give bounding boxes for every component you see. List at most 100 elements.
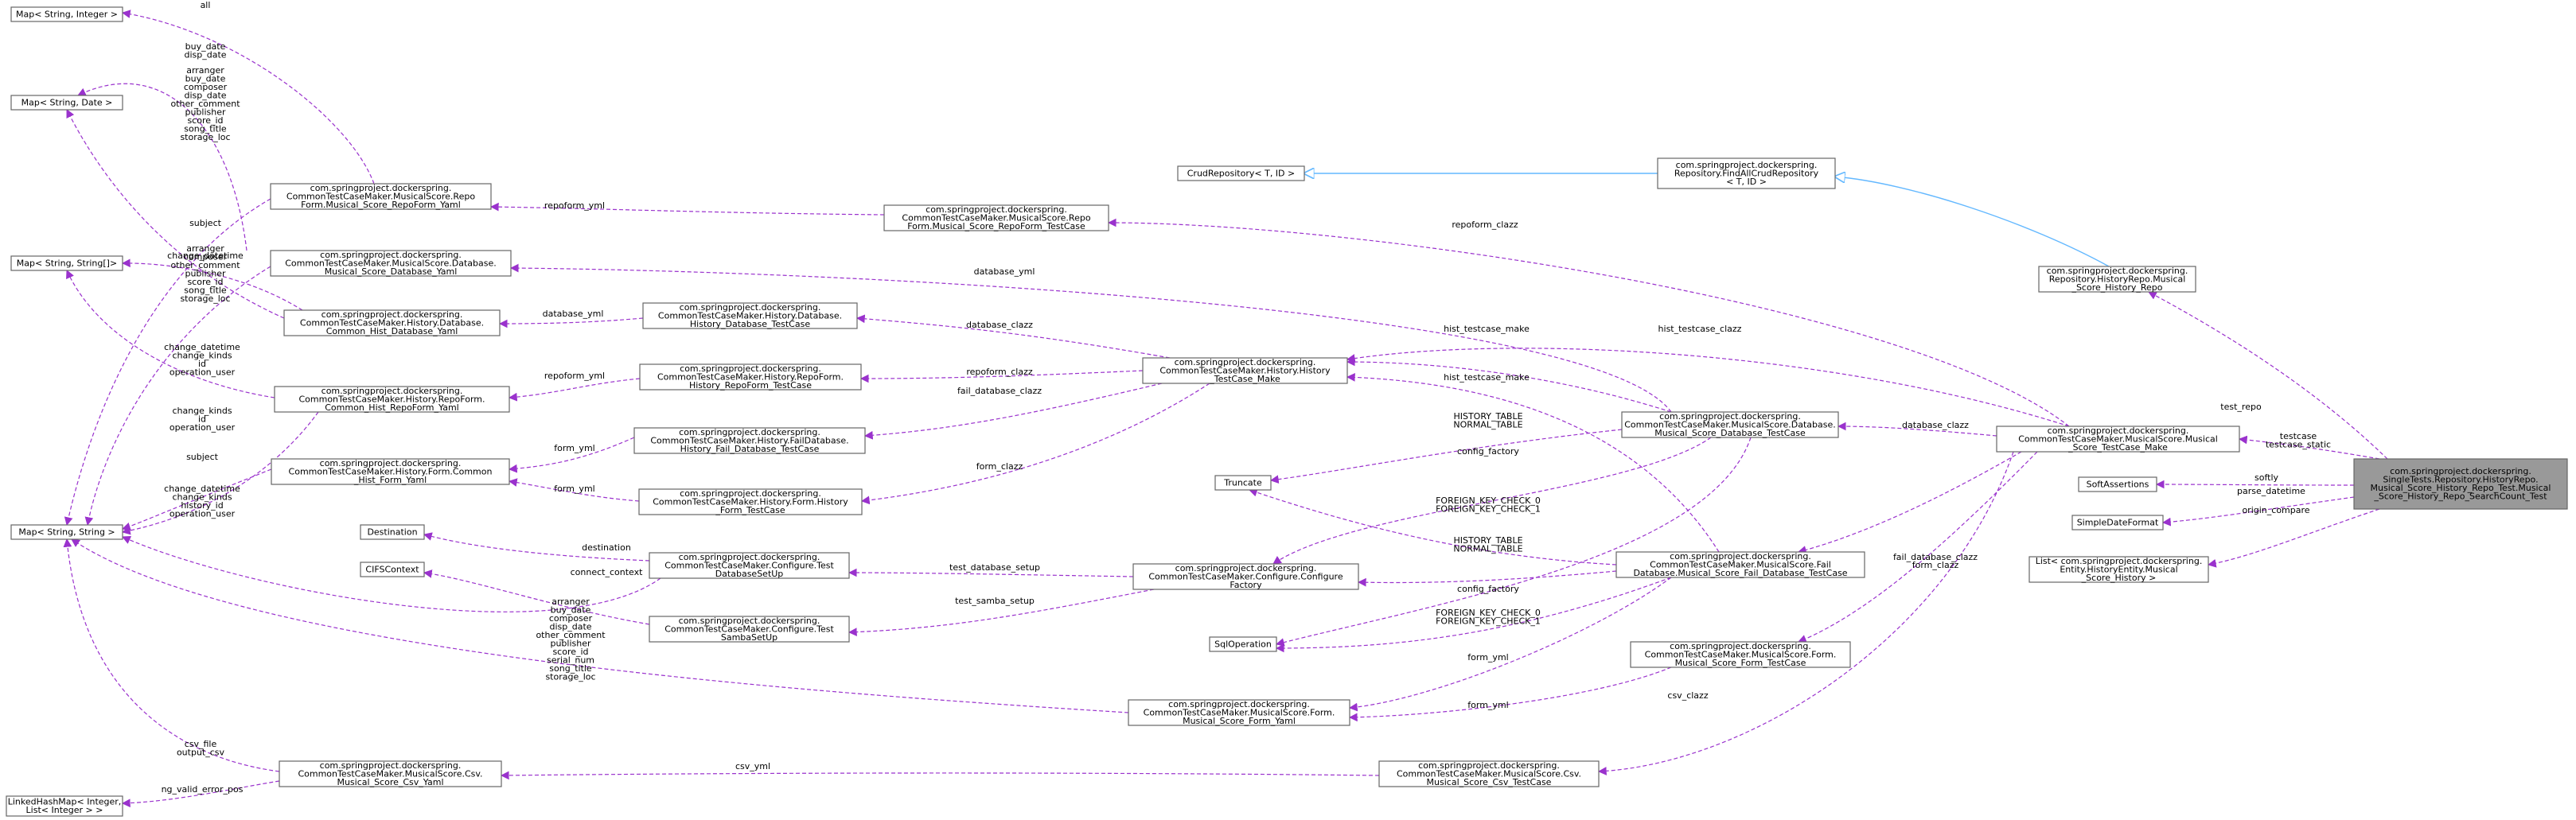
edge-label: output_csv	[177, 748, 225, 758]
node-hist-repo[interactable]: com.springproject.dockerspring.Repositor…	[2038, 266, 2196, 293]
edge-label: arranger	[186, 65, 224, 76]
edge-label: change_datetime	[164, 342, 240, 352]
edge-label: subject	[186, 452, 219, 462]
node-ms-make[interactable]: com.springproject.dockerspring.CommonTes…	[1996, 426, 2240, 453]
node-sdf[interactable]: SimpleDateFormat	[2071, 515, 2164, 530]
node-label-line: Common_Hist_RepoForm_Yaml	[325, 402, 458, 413]
node-hist-db-tc[interactable]: com.springproject.dockerspring.CommonTes…	[642, 302, 858, 329]
node-hist-repo-tc[interactable]: com.springproject.dockerspring.CommonTes…	[639, 363, 862, 391]
node-findall[interactable]: com.springproject.dockerspring.Repositor…	[1657, 157, 1836, 189]
node-map-si[interactable]: Map< String, Integer >	[10, 6, 123, 22]
node-truncate[interactable]: Truncate	[1214, 475, 1272, 491]
edge-label: test_repo	[2220, 402, 2262, 412]
edge-label: change_kinds	[172, 492, 232, 503]
edge-label: ng_valid_error_pos	[162, 784, 244, 795]
edge-label: buy_date	[185, 74, 226, 84]
node-label-line: _Score_History_Repo_SearchCount_Test	[2373, 492, 2547, 502]
node-hist-form-tc[interactable]: com.springproject.dockerspring.CommonTes…	[638, 488, 863, 515]
node-label-line: _Score_History >	[2081, 573, 2157, 583]
node-soft[interactable]: SoftAssertions	[2078, 476, 2157, 492]
node-ms-db-yaml[interactable]: com.springproject.dockerspring.CommonTes…	[270, 250, 512, 277]
edge-csv_yaml-to-map_ss	[63, 538, 280, 772]
node-csv-tc[interactable]: com.springproject.dockerspring.CommonTes…	[1378, 760, 1600, 787]
node-hist-repo-yaml[interactable]: com.springproject.dockerspring.CommonTes…	[274, 386, 510, 413]
edge-label: hist_testcase_make	[1444, 372, 1530, 383]
edge-label: csv_file	[185, 739, 217, 749]
edge-label: HISTORY_TABLE	[1453, 535, 1522, 546]
node-label-line: Map< String, Date >	[21, 97, 113, 107]
node-label-line: com.springproject.dockerspring.	[680, 302, 821, 313]
node-test-samba[interactable]: com.springproject.dockerspring.CommonTes…	[649, 616, 850, 643]
node-hist-form-yaml[interactable]: com.springproject.dockerspring.CommonTes…	[271, 458, 510, 485]
node-hist-make[interactable]: com.springproject.dockerspring.CommonTes…	[1142, 357, 1348, 384]
node-label-line: com.springproject.dockerspring.	[320, 458, 462, 468]
node-cifs[interactable]: CIFSContext	[360, 562, 425, 577]
node-ms-repo-tc[interactable]: com.springproject.dockerspring.CommonTes…	[883, 204, 1109, 231]
node-focus[interactable]: com.springproject.dockerspring.SingleTes…	[2353, 458, 2568, 510]
node-ms-db-tc[interactable]: com.springproject.dockerspring.CommonTes…	[1621, 411, 1839, 438]
node-test-db-setup[interactable]: com.springproject.dockerspring.CommonTes…	[649, 552, 850, 579]
node-hist-fail-tc[interactable]: com.springproject.dockerspring.CommonTes…	[633, 427, 866, 454]
edge-hist_make-to-hist_db_tc	[855, 314, 1171, 359]
node-label-line: com.springproject.dockerspring.	[1168, 699, 1310, 709]
node-label-line: LinkedHashMap< Integer,	[8, 797, 122, 807]
node-sqlop[interactable]: SqlOperation	[1209, 636, 1277, 652]
edge-ms_make-to-hist_make	[1346, 348, 2070, 427]
edge-label: origin_compare	[2242, 505, 2309, 515]
edge-label: NORMAL_TABLE	[1453, 420, 1522, 430]
node-lhm[interactable]: LinkedHashMap< Integer,List< Integer > >	[6, 795, 123, 817]
node-map-ss[interactable]: Map< String, String >	[10, 524, 123, 540]
node-ms-form-tc[interactable]: com.springproject.dockerspring.CommonTes…	[1630, 641, 1851, 668]
edge-label: csv_yml	[735, 761, 770, 771]
edge-ms_repo_tc-to-ms_repo_yaml	[489, 202, 885, 216]
edge-label: disp_date	[184, 50, 226, 60]
edge-focus-to-soft	[2155, 480, 2355, 489]
node-label-line: com.springproject.dockerspring.	[2047, 266, 2188, 276]
edge-label: id	[198, 414, 206, 425]
node-label-line: List< com.springproject.dockerspring.	[2036, 556, 2203, 566]
edge-label: repoform_yml	[544, 200, 605, 211]
node-label-line: CommonTestCaseMaker.MusicalScore.Repo	[286, 191, 475, 201]
node-ms-repo-yaml[interactable]: com.springproject.dockerspring.CommonTes…	[270, 183, 492, 210]
edge-label: HISTORY_TABLE	[1453, 411, 1522, 422]
node-ms-fail-tc[interactable]: com.springproject.dockerspring.CommonTes…	[1615, 551, 1865, 578]
node-map-ssa[interactable]: Map< String, String[]>	[10, 255, 123, 271]
edge-label: other_comment	[170, 260, 240, 270]
node-label-line: com.springproject.dockerspring.	[679, 616, 820, 626]
node-label-line: < T, ID >	[1726, 177, 1767, 187]
node-map-sd[interactable]: Map< String, Date >	[10, 95, 123, 111]
edge-hist_repo_yaml-to-map_ssa	[66, 270, 275, 398]
node-label-line: _Hist_Form_Yaml	[353, 475, 427, 485]
node-destination[interactable]: Destination	[360, 524, 425, 540]
node-label-line: Destination	[367, 527, 417, 537]
node-label-line: com.springproject.dockerspring.	[680, 488, 821, 499]
node-label-line: CommonTestCaseMaker.MusicalScore.Fail	[1650, 559, 1831, 569]
edge-label: testcase	[2280, 431, 2317, 441]
node-list-hist[interactable]: List< com.springproject.dockerspring.Ent…	[2028, 556, 2209, 583]
node-label-line: SoftAssertions	[2087, 479, 2149, 489]
edge-ms_repo_yaml-to-map_si	[121, 10, 375, 185]
node-config-factory[interactable]: com.springproject.dockerspring.CommonTes…	[1132, 563, 1359, 590]
edge-label: buy_date	[185, 41, 226, 52]
edge-ms_fail_tc-to-ms_form_yaml	[1348, 577, 1672, 712]
edge-label: song_title	[549, 663, 592, 674]
edge-label: song_title	[184, 286, 227, 296]
node-label-line: DatabaseSetUp	[715, 569, 784, 579]
node-label-line: Entity.HistoryEntity.Musical	[2060, 564, 2177, 574]
edge-focus-to-hist_repo	[2148, 291, 2388, 460]
node-ms-form-yaml[interactable]: com.springproject.dockerspring.CommonTes…	[1128, 699, 1350, 726]
node-label-line: CommonTestCaseMaker.History.RepoForm.	[657, 371, 844, 382]
edge-ms_make-to-ms_fail_tc	[1797, 451, 2022, 554]
node-label-line: Musical_Score_Csv_Yaml	[337, 777, 443, 787]
edge-label: database_clazz	[1902, 420, 1969, 430]
node-crud[interactable]: CrudRepository< T, ID >	[1177, 165, 1305, 181]
node-hist-db-yaml[interactable]: com.springproject.dockerspring.CommonTes…	[283, 309, 501, 336]
edge-ms_fail_tc-to-config_factory	[1357, 570, 1617, 587]
node-csv-yaml[interactable]: com.springproject.dockerspring.CommonTes…	[279, 760, 502, 787]
node-label-line: History_Database_TestCase	[690, 319, 810, 329]
edge-hist_db_tc-to-hist_db_yaml	[498, 317, 644, 328]
edge-ms_fail_tc-to-sqlop	[1275, 577, 1672, 653]
edge-hist_db_yaml-to-map_ssa	[121, 258, 303, 311]
edge-label: hist_testcase_clazz	[1658, 324, 1742, 334]
edge-label: operation_user	[170, 509, 236, 519]
